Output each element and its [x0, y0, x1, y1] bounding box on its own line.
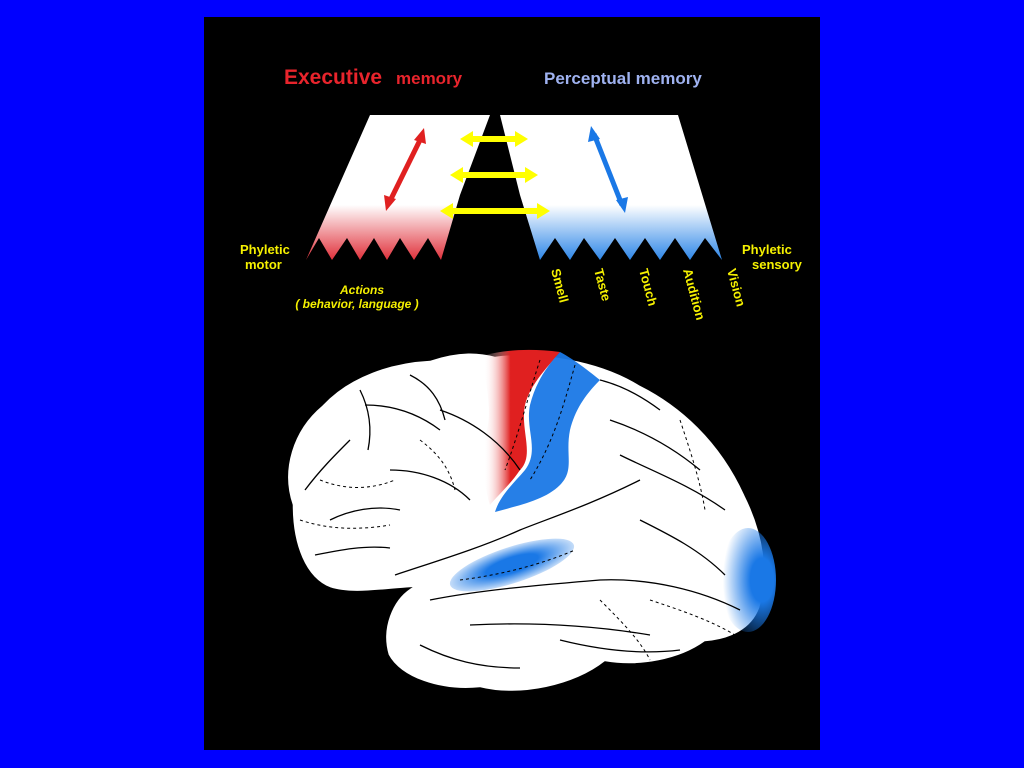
phyletic-sensory-label-2: sensory [752, 257, 803, 272]
sense-label-smell: Smell [548, 267, 571, 304]
brain-illustration [286, 349, 776, 693]
perceptual-arrow [588, 126, 628, 213]
executive-arrow [384, 128, 426, 211]
perceptual-hierarchy [500, 115, 722, 260]
executive-memory-title: memory [396, 69, 463, 88]
visual-cortex-region [720, 528, 776, 632]
sense-label-audition: Audition [680, 267, 708, 322]
phyletic-motor-label-2: motor [245, 257, 282, 272]
sense-label-taste: Taste [591, 267, 614, 303]
motor-cortex-region [483, 349, 560, 505]
actions-label: Actions [339, 283, 384, 297]
link-arrow-middle [450, 167, 538, 183]
actions-detail-label: ( behavior, language ) [295, 297, 418, 311]
phyletic-motor-label-1: Phyletic [240, 242, 290, 257]
link-arrow-bottom [440, 203, 550, 219]
phyletic-sensory-label-1: Phyletic [742, 242, 792, 257]
auditory-cortex-region [449, 538, 575, 592]
somatosensory-region [495, 352, 600, 512]
sense-label-touch: Touch [636, 267, 660, 308]
link-arrow-top [460, 131, 528, 147]
perceptual-title: Perceptual memory [544, 69, 702, 88]
brain-outline [286, 351, 766, 693]
executive-title: Executive [284, 66, 382, 89]
sense-label-vision: Vision [724, 267, 749, 308]
